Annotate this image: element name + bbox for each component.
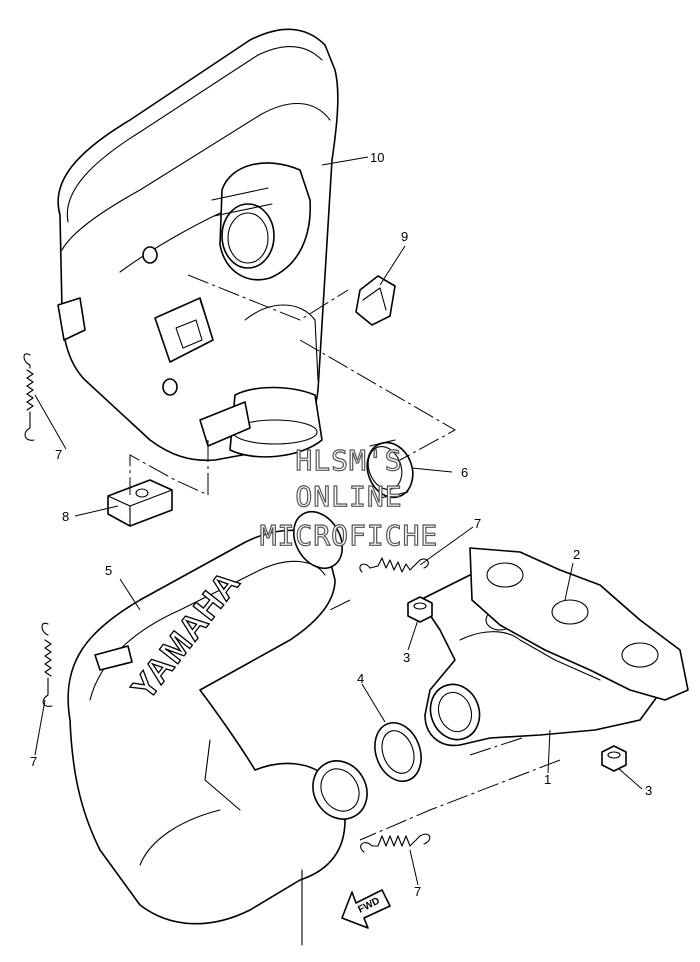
callout-3-a: 3: [403, 650, 410, 665]
spring-part-7-a: [23, 353, 35, 441]
nut-part-3-lower: [601, 745, 627, 772]
callout-labels: 10 9 7 6 8 7 5 2 3 4 7 1 3 7: [30, 150, 652, 899]
watermark-line-1: HLSM'S: [295, 444, 402, 477]
manifold-part-1: [419, 574, 663, 747]
watermark-line-2: ONLINE: [295, 480, 402, 513]
water-lock-box: [57, 28, 339, 462]
fwd-arrow-icon: FWD: [341, 889, 391, 929]
spring-part-7-b: [41, 622, 53, 707]
damper-part-8: [107, 479, 173, 527]
gasket-part-2: [469, 547, 689, 701]
nut-part-3-upper: [407, 596, 433, 623]
callout-7-a: 7: [55, 447, 62, 462]
joint-part-6: [366, 439, 414, 499]
watermark-line-3: MICROFICHE: [260, 519, 439, 552]
callout-4: 4: [357, 671, 364, 686]
spring-part-7-d: [360, 833, 431, 853]
leader-lines: [34, 156, 643, 886]
callout-7-c: 7: [474, 516, 481, 531]
callout-5: 5: [105, 563, 112, 578]
muffler-part-5: YAMAHA: [67, 510, 368, 946]
callout-7-b: 7: [30, 754, 37, 769]
callout-10: 10: [370, 150, 384, 165]
callout-3-b: 3: [645, 783, 652, 798]
assembly-lines: [129, 274, 561, 841]
callout-8: 8: [62, 509, 69, 524]
ring-part-4: [374, 722, 422, 782]
spring-part-7-c: [359, 557, 429, 573]
callout-2: 2: [573, 547, 580, 562]
clip-part-9: [355, 275, 396, 326]
watermark: HLSM'S ONLINE MICROFICHE: [259, 443, 439, 552]
callout-7-d: 7: [414, 884, 421, 899]
callout-9: 9: [401, 229, 408, 244]
callout-1: 1: [544, 772, 551, 787]
callout-6: 6: [461, 465, 468, 480]
